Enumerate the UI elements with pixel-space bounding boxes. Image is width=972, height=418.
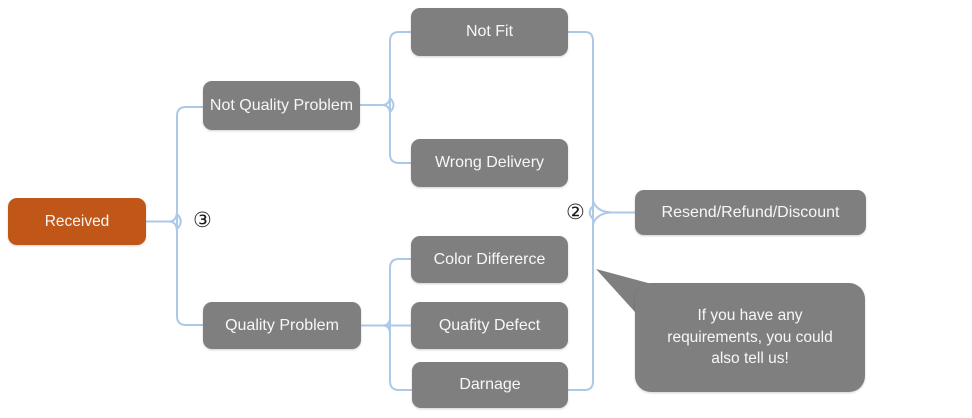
- connector-resolution-fillet-up: [592, 200, 614, 214]
- circled-two-label: ②: [566, 201, 585, 224]
- node-not-fit: Not Fit: [411, 8, 568, 56]
- node-wrong-delivery: Wrong Delivery: [411, 139, 568, 187]
- connector-received-tip: [176, 213, 182, 230]
- connector-resolution-fillet-down: [592, 211, 614, 225]
- node-received: Received: [8, 198, 146, 245]
- connector-qp-fillet-up: [382, 316, 391, 327]
- connector-resolution-tip: [588, 205, 594, 220]
- connector-received-fillet-down: [168, 220, 178, 233]
- connector-nqp-fillet-down: [381, 104, 391, 115]
- connector-received-fillet-up: [168, 210, 178, 223]
- connector-upper-bracket: [389, 31, 412, 164]
- node-resolution: Resend/Refund/Discount: [635, 190, 866, 235]
- callout-bubble: If you have any requirements, you could …: [635, 283, 865, 392]
- connector-right-bracket: [567, 31, 594, 391]
- node-color-difference: Color Differerce: [411, 236, 568, 283]
- connector-qp-fillet-down: [382, 324, 391, 335]
- node-not-quality-problem: Not Quality Problem: [203, 81, 360, 130]
- node-quality-defect: Quafity Defect: [411, 302, 568, 349]
- connector-nqp-tip: [389, 97, 395, 113]
- circled-three-label: ③: [193, 209, 212, 232]
- node-quality-problem: Quality Problem: [203, 302, 361, 349]
- node-damage: Darnage: [412, 362, 568, 408]
- connector-nqp-fillet-up: [381, 95, 391, 106]
